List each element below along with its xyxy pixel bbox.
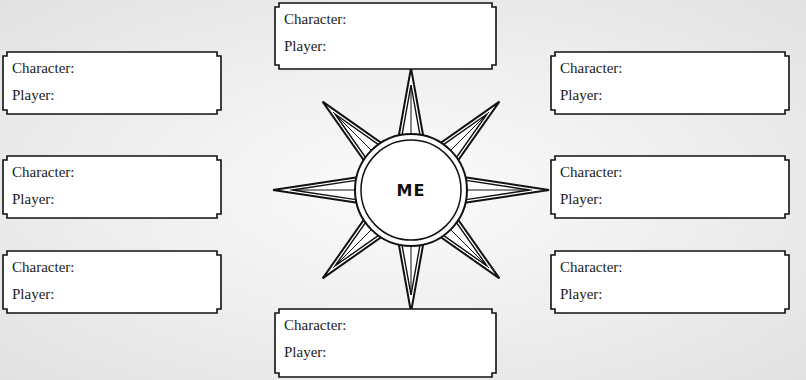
outer-ring bbox=[355, 134, 467, 246]
field-label: Character: bbox=[12, 254, 212, 281]
box-border bbox=[551, 156, 789, 218]
relationship-box: Character:Player: bbox=[2, 250, 222, 314]
center-circle: ME bbox=[353, 132, 469, 248]
field-label: Player: bbox=[560, 82, 780, 109]
relationship-box: Character:Player: bbox=[274, 308, 497, 378]
field-label: Player: bbox=[560, 186, 780, 213]
field-label: Player: bbox=[560, 281, 780, 308]
field-label: Character: bbox=[560, 55, 780, 82]
star-outer bbox=[273, 68, 549, 312]
field-label: Character: bbox=[560, 254, 780, 281]
relationship-box: Character:Player: bbox=[550, 250, 790, 314]
relationship-box: Character:Player: bbox=[2, 51, 222, 115]
field-label: Character: bbox=[284, 312, 487, 339]
field-label: Character: bbox=[12, 159, 212, 186]
field-label: Player: bbox=[284, 33, 487, 60]
box-border bbox=[275, 3, 496, 69]
field-label: Character: bbox=[284, 6, 487, 33]
field-label: Player: bbox=[284, 339, 487, 366]
box-border bbox=[3, 251, 221, 313]
field-label: Character: bbox=[12, 55, 212, 82]
relationship-box: Character:Player: bbox=[550, 155, 790, 219]
box-border bbox=[551, 52, 789, 114]
box-border bbox=[3, 156, 221, 218]
field-label: Player: bbox=[12, 186, 212, 213]
star-ridges bbox=[290, 85, 532, 295]
box-border bbox=[275, 309, 496, 377]
field-label: Character: bbox=[560, 159, 780, 186]
relationship-box: Character:Player: bbox=[550, 51, 790, 115]
box-border bbox=[3, 52, 221, 114]
field-label: Player: bbox=[12, 82, 212, 109]
center-label: ME bbox=[397, 181, 426, 200]
relationship-box: Character:Player: bbox=[274, 2, 497, 70]
inner-ring bbox=[361, 140, 461, 240]
relationship-box: Character:Player: bbox=[2, 155, 222, 219]
box-border bbox=[551, 251, 789, 313]
field-label: Player: bbox=[12, 281, 212, 308]
